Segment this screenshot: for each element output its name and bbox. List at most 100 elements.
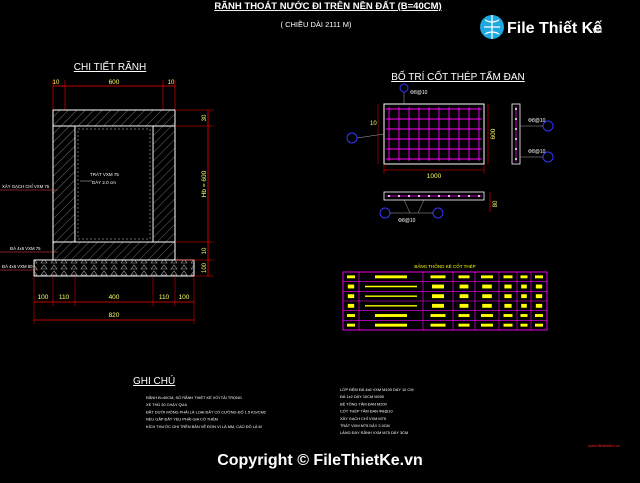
- rebar-dot: [515, 108, 517, 110]
- cover-slab: [52, 109, 176, 127]
- table-cell-text: [535, 275, 543, 279]
- rebar-dot: [438, 195, 440, 197]
- table-cell-text: [504, 284, 512, 289]
- slab-section-view: [383, 191, 485, 201]
- table-cell-text: [347, 275, 355, 279]
- right-bar-label-2: Φ8@10: [528, 149, 546, 155]
- stone-base-label: ĐÁ 4x6 VXM 50: [2, 264, 33, 269]
- table-cell-text: [482, 303, 492, 308]
- table-cell-text: [535, 294, 543, 299]
- stone-layer-label: ĐÁ 4x6 VXM 75: [10, 246, 41, 251]
- table-cell-text: [503, 275, 513, 279]
- plan-left-dim: 10: [370, 121, 377, 127]
- note-line: LỚP ĐỆM ĐÁ 4x6 VXM M100 DÀY 10 CM: [340, 387, 413, 392]
- callout-top-marker: [399, 83, 409, 93]
- slab-reinforcement: BỐ TRÍ CỐT THÉP TẤM ĐAN Φ8@10 10 600 Φ8@…: [346, 69, 554, 224]
- table-cell-text: [459, 303, 469, 308]
- table-cell-text: [347, 314, 355, 317]
- rebar-dot: [515, 148, 517, 150]
- dim-bottom-5: 100: [179, 294, 190, 301]
- dim-bottom-3: 400: [109, 294, 120, 301]
- dim-right-height: Hb = 600: [201, 170, 208, 197]
- table-cell-text: [432, 303, 444, 308]
- dim-bottom-2: 110: [59, 294, 70, 301]
- table-cell-text: [521, 294, 527, 299]
- callout-left-marker: [346, 132, 358, 144]
- section-right-dimensions: 30 Hb = 600 10 100: [175, 109, 214, 277]
- note-line: BÊ TÔNG TẤM ĐAN M200: [340, 401, 388, 406]
- table-cell-text: [458, 323, 470, 327]
- table-cell-text: [347, 294, 355, 299]
- section-top-dimensions: 10 600 10: [53, 79, 176, 110]
- table-cell-text: [347, 303, 355, 308]
- side-rebar-dots: [515, 108, 517, 160]
- table-cell-text: [430, 314, 446, 317]
- section-title: CHI TIẾT RÃNH: [74, 60, 146, 73]
- dim-top-mid: 600: [109, 79, 120, 86]
- plan-width-dim: 1000: [427, 173, 442, 180]
- notes-left-list: RÃNH B=40CM, SỐ RÃNH THIẾT KẾ VỚI TẢI TR…: [146, 395, 266, 429]
- table-cell-text: [535, 284, 543, 289]
- dim-top-left: 10: [53, 80, 60, 86]
- table-cell-text: [535, 314, 543, 317]
- table-cell-text: [481, 314, 493, 317]
- dim-bottom-total: 820: [109, 312, 120, 319]
- plan-right-dim: 600: [490, 128, 497, 139]
- table-cell-text: [503, 323, 513, 327]
- top-bar-label: Φ8@10: [410, 90, 428, 96]
- note-line: ĐẤT DƯỚI MÓNG PHẢI LÀ LOẠI ĐẤT CÓ CƯỜNG …: [146, 409, 266, 414]
- table-cell-text: [375, 314, 407, 317]
- notes-title: GHI CHÚ: [133, 374, 175, 387]
- rebar-dot: [408, 195, 410, 197]
- note-line: ĐÁ 1x2 DÀY 10CM M200: [340, 394, 385, 399]
- rebar-dot: [468, 195, 470, 197]
- dim-top-right: 10: [168, 80, 175, 86]
- rebar-dot: [478, 195, 480, 197]
- right-wall: [152, 125, 176, 243]
- note-line: LÁNG ĐÁY RÃNH VXM M75 DÀY 3CM: [340, 430, 408, 435]
- channel-section: CHI TIẾT RÃNH 10 600 10 TRÁT VXM 75 DÀY …: [0, 60, 214, 324]
- section-rebar-dots: [388, 195, 480, 197]
- gravel-foundation: [33, 259, 195, 277]
- table-cell-text: [459, 284, 469, 289]
- table-title: BẢNG THỐNG KÊ CỐT THÉP: [414, 262, 475, 269]
- section-bottom-dimensions: 100 110 400 110 100 820: [33, 276, 195, 324]
- note-line: XE THỦ 30 CHẠY QUA: [146, 402, 187, 407]
- rebar-dot: [428, 195, 430, 197]
- drawing-title: RÃNH THOÁT NƯỚC ĐI TRÊN NỀN ĐẤT (B=40CM): [214, 0, 441, 12]
- dim-bottom-4: 110: [159, 294, 170, 301]
- slab-rebar-grid: [386, 107, 482, 161]
- table-cell-text: [503, 314, 513, 317]
- corner-stamp: www.filethietke.vn: [588, 443, 620, 448]
- table-cell-text: [521, 284, 527, 289]
- plaster-label: TRÁT VXM 75: [90, 171, 119, 177]
- site-logo: File Thiết Kế .vn: [480, 15, 602, 39]
- table-cell-text: [535, 323, 543, 327]
- notes: GHI CHÚ RÃNH B=40CM, SỐ RÃNH THIẾT KẾ VỚ…: [133, 374, 413, 435]
- rebar-dot: [515, 158, 517, 160]
- dim-bottom-1: 100: [38, 294, 49, 301]
- table-cell-text: [504, 294, 512, 299]
- table-cell-text: [432, 284, 444, 289]
- note-line: NẾU GẶP ĐẤT YẾU PHẢI GIA CỐ THÊM: [146, 417, 218, 422]
- table-cell-text: [347, 284, 355, 289]
- table-cell-text: [430, 275, 446, 279]
- drawing-header: RÃNH THOÁT NƯỚC ĐI TRÊN NỀN ĐẤT (B=40CM)…: [214, 0, 441, 29]
- rebar-dot: [515, 138, 517, 140]
- table-cell-text: [520, 314, 528, 317]
- rebar-statistics-table: BẢNG THỐNG KÊ CỐT THÉP: [342, 262, 548, 331]
- table-cell-text: [375, 323, 407, 327]
- logo-text: File Thiết Kế: [507, 20, 602, 37]
- copyright-watermark: Copyright © FileThietKe.vn: [217, 452, 423, 469]
- logo-suffix: .vn: [590, 25, 602, 35]
- rebar-dot: [418, 195, 420, 197]
- table-cell-text: [432, 294, 444, 299]
- table-cell-text: [482, 294, 492, 299]
- dim-right-slab: 30: [202, 114, 208, 121]
- channel-opening: [74, 125, 154, 243]
- rebar-dot: [515, 118, 517, 120]
- base-slab: [52, 241, 176, 261]
- section-bar-label: Φ8@10: [398, 218, 416, 224]
- note-line: TRÁT VXM M75 DÀY 2.0CM: [340, 423, 390, 428]
